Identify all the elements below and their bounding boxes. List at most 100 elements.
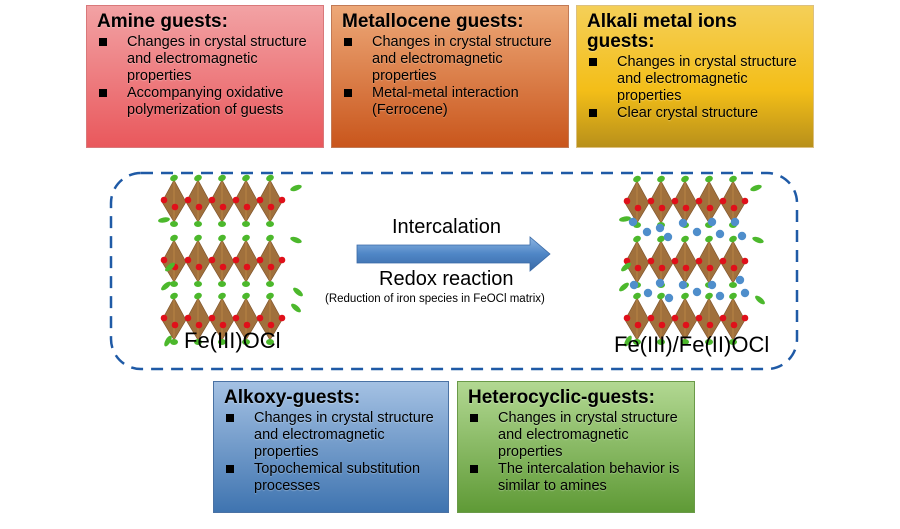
oxygen-atom [160, 196, 168, 204]
card-title: Metallocene guests: [342, 11, 524, 32]
oxygen-atom [243, 321, 251, 329]
oxygen-atom [634, 321, 642, 329]
chlorine-atom [194, 292, 202, 300]
chlorine-atom [290, 236, 302, 244]
chlorine-atom [633, 175, 641, 183]
card-alkali-metal-ions-guests: Alkali metal ions guests: Changes in cry… [576, 5, 814, 148]
chlorine-atom [657, 292, 665, 300]
oxygen-atom [243, 203, 251, 211]
chlorine-atom [633, 292, 641, 300]
chlorine-atom [242, 234, 250, 242]
chlorine-atom [161, 281, 171, 291]
oxygen-atom [184, 196, 192, 204]
guest-ion [692, 287, 702, 297]
square-bullet-icon [99, 38, 107, 46]
oxygen-atom [278, 256, 286, 264]
oxygen-atom [278, 196, 286, 204]
oxygen-atom [195, 203, 203, 211]
structure-label-left: Fe(III)OCl [184, 328, 281, 353]
arrow-note: (Reduction of iron species in FeOCl matr… [325, 293, 545, 305]
list-item: Changes in crystal structure and electro… [342, 34, 558, 85]
feocl-structure-left [158, 174, 303, 347]
chlorine-atom [218, 292, 226, 300]
chlorine-atom [266, 339, 274, 345]
chlorine-atom [218, 221, 226, 227]
chlorine-atom [194, 221, 202, 227]
card-list: Changes in crystal structure and electro… [342, 34, 558, 119]
guest-ion [692, 227, 702, 237]
structure-label-right: Fe(III)/Fe(II)OCl [614, 332, 770, 357]
chlorine-atom [218, 281, 226, 287]
guest-ion [715, 229, 725, 239]
oxygen-atom [208, 196, 216, 204]
chlorine-atom [657, 235, 665, 243]
list-item: Accompanying oxidative polymerization of… [97, 85, 313, 119]
chlorine-atom [218, 174, 226, 182]
oxygen-atom [171, 321, 179, 329]
chlorine-atom [291, 303, 301, 313]
list-item: Topochemical substitution processes [224, 461, 438, 495]
oxygen-atom [256, 314, 264, 322]
arrow-label-redox: Redox reaction [379, 268, 514, 290]
oxygen-atom [160, 314, 168, 322]
square-bullet-icon [99, 89, 107, 97]
chlorine-atom [266, 281, 274, 287]
oxygen-atom [267, 203, 275, 211]
chlorine-atom [633, 339, 641, 345]
chlorine-atom [681, 292, 689, 300]
chlorine-atom [729, 339, 737, 345]
oxygen-atom [741, 257, 749, 265]
chlorine-atom [624, 335, 632, 347]
oxygen-atom [219, 203, 227, 211]
oxygen-atom [195, 263, 203, 271]
guest-ion [740, 288, 750, 298]
chlorine-atom [681, 175, 689, 183]
guest-ion [629, 280, 639, 290]
guest-ion [737, 231, 747, 241]
square-bullet-icon [344, 89, 352, 97]
oxygen-atom [730, 321, 738, 329]
oxygen-atom [658, 204, 666, 212]
square-bullet-icon [226, 465, 234, 473]
square-bullet-icon [344, 38, 352, 46]
chlorine-atom [242, 221, 250, 227]
oxygen-atom [730, 264, 738, 272]
guest-ion [655, 278, 665, 288]
card-list: Changes in crystal structure and electro… [468, 410, 684, 495]
oxygen-atom [647, 314, 655, 322]
chlorine-atom [750, 184, 762, 192]
oxygen-atom [706, 321, 714, 329]
chlorine-atom [170, 234, 178, 242]
arrow-label-intercalation: Intercalation [392, 216, 501, 238]
chlorine-atom [170, 221, 178, 227]
chlorine-atom [242, 292, 250, 300]
oxygen-atom [682, 321, 690, 329]
guest-ion [735, 275, 745, 285]
oxygen-atom [208, 256, 216, 264]
chlorine-atom [194, 174, 202, 182]
chlorine-atom [290, 184, 302, 192]
oxygen-atom [741, 314, 749, 322]
guest-ion [678, 280, 688, 290]
guest-ion [715, 291, 725, 301]
chlorine-atom [705, 292, 713, 300]
oxygen-atom [267, 321, 275, 329]
oxygen-atom [278, 314, 286, 322]
oxygen-atom [658, 321, 666, 329]
oxygen-atom [695, 197, 703, 205]
chlorine-atom [164, 335, 172, 347]
chlorine-atom [165, 262, 175, 272]
oxygen-atom [267, 263, 275, 271]
list-item: Changes in crystal structure and electro… [468, 410, 684, 461]
card-list: Changes in crystal structure and electro… [587, 54, 803, 122]
card-title: Heterocyclic-guests: [468, 387, 655, 408]
chlorine-atom [705, 235, 713, 243]
oxygen-atom [623, 314, 631, 322]
oxygen-atom [634, 264, 642, 272]
oxygen-atom [719, 314, 727, 322]
oxygen-atom [682, 264, 690, 272]
oxygen-atom [719, 257, 727, 265]
oxygen-atom [647, 197, 655, 205]
oxygen-atom [634, 204, 642, 212]
